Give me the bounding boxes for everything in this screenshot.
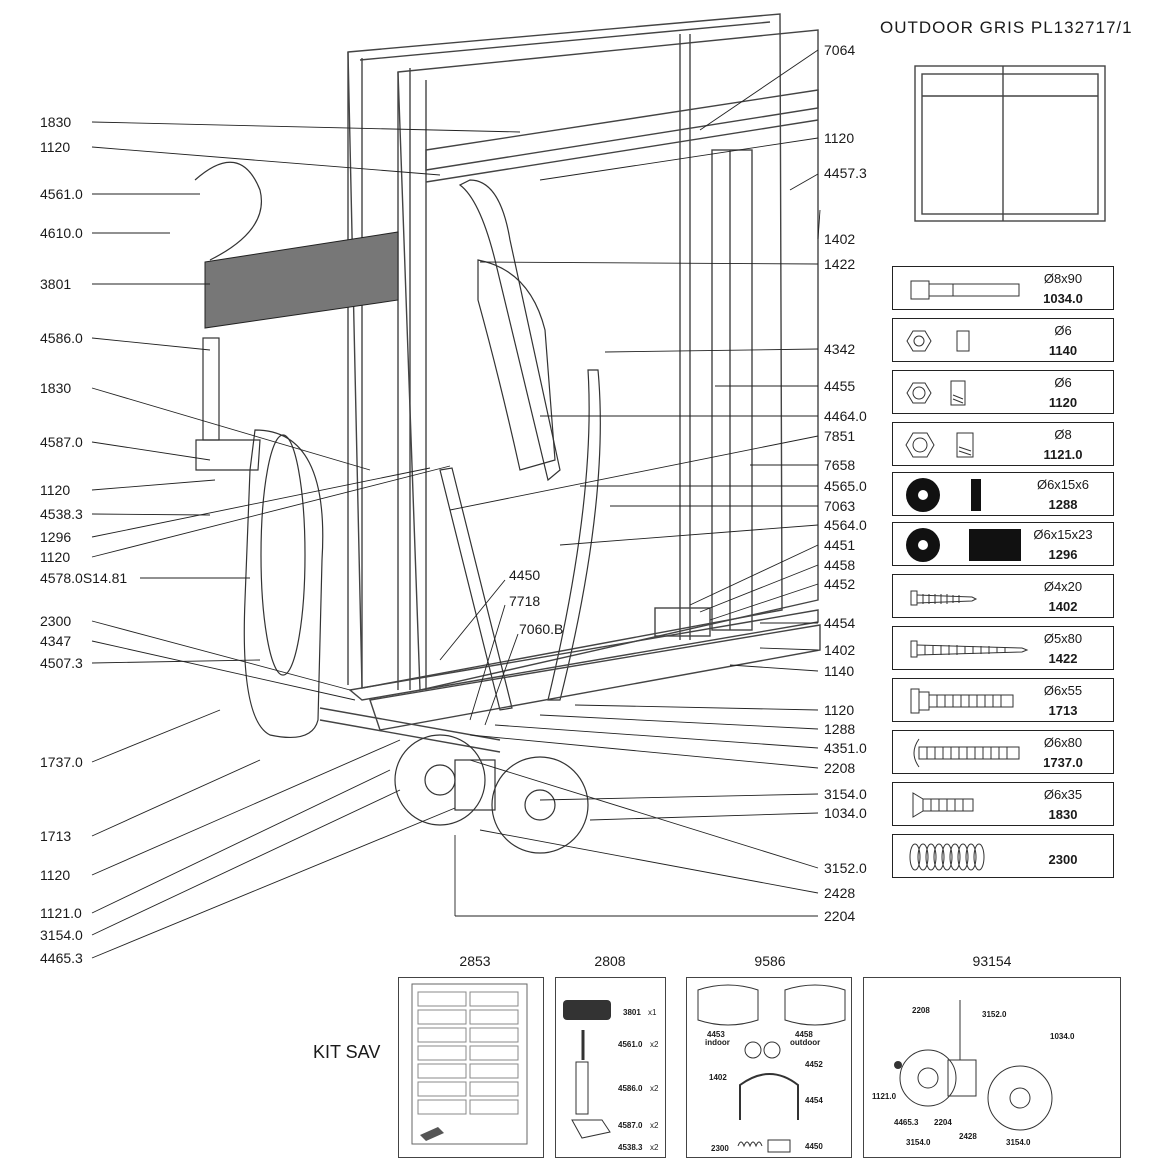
wood-screw-icon [910, 640, 1029, 658]
kit-sav-label: KIT SAV [313, 1042, 381, 1062]
kit-2853-sheet [411, 983, 528, 1145]
kit-93154-sheet [894, 1000, 1053, 1131]
callout: 7658 [824, 457, 855, 473]
callout: 1402 [824, 231, 855, 247]
bolt-icon [910, 280, 1020, 300]
callout: 4455 [824, 378, 855, 394]
callout: 1713 [40, 828, 71, 844]
callout: 2208 [824, 760, 855, 776]
callout: 4450 [509, 567, 540, 583]
spring-icon [909, 843, 985, 871]
callout: 7060.B [519, 621, 563, 637]
wood-screw-icon [910, 590, 978, 606]
callout: 4457.3 [824, 165, 867, 181]
leader-lines [91, 49, 821, 959]
callout: 4347 [40, 633, 71, 649]
lock-nut-icon [906, 380, 966, 406]
kit-2808-sheet [563, 1000, 611, 1139]
callout: 1120 [40, 482, 70, 498]
kit-title: 2853 [459, 953, 491, 969]
callout: 4564.0 [824, 517, 867, 533]
left-callouts: 1830 1120 4561.0 4610.0 3801 4586.0 1830… [40, 114, 127, 966]
callout: 1402 [824, 642, 855, 658]
kit-panel-9586: 4453 indoor 4458 outdoor 4452 1402 4454 … [686, 977, 852, 1158]
callout: 2204 [824, 908, 855, 924]
callout: 1288 [824, 721, 855, 737]
inner-callouts: 4450 7718 7060.B [439, 567, 563, 726]
callout: 7064 [824, 42, 855, 58]
callout: 1034.0 [824, 805, 867, 821]
callout: 4507.3 [40, 655, 83, 671]
table-frame [194, 13, 1106, 854]
callout: 1120 [40, 549, 70, 565]
callout: 3154.0 [40, 927, 83, 943]
callout: 1737.0 [40, 754, 83, 770]
kit-panel-2853 [398, 977, 544, 1158]
callout: 1120 [824, 130, 854, 146]
callout: 4465.3 [40, 950, 83, 966]
callout: 4578.0S14.81 [40, 570, 127, 586]
rubber-washer-icon [906, 478, 981, 512]
callout: 1121.0 [40, 905, 82, 921]
callout: 4538.3 [40, 506, 83, 522]
callout: 7851 [824, 428, 855, 444]
kit-9586-sheet [697, 984, 846, 1153]
callout: 4610.0 [40, 225, 83, 241]
callout: 4561.0 [40, 186, 83, 202]
callout: 4452 [824, 576, 855, 592]
callout: 4565.0 [824, 478, 867, 494]
callout: 4586.0 [40, 330, 83, 346]
callout: 1422 [824, 256, 855, 272]
callout: 2300 [40, 613, 71, 629]
hardware-item: 2300 [892, 834, 1114, 878]
callout: 3152.0 [824, 860, 867, 876]
right-callouts: 7064 1120 4457.3 1402 1422 4342 4455 446… [824, 42, 867, 924]
callout: 3154.0 [824, 786, 867, 802]
rubber-spacer-icon [906, 528, 1021, 562]
flange-bolt-icon [910, 688, 1014, 714]
hex-nut-icon [906, 330, 970, 352]
kit-title: 2808 [594, 953, 626, 969]
callout: 1120 [824, 702, 854, 718]
callout: 4342 [824, 341, 855, 357]
callout: 1120 [40, 139, 70, 155]
callout: 7718 [509, 593, 540, 609]
callout: 4458 [824, 557, 855, 573]
callout: 1830 [40, 380, 71, 396]
lock-nut-icon [905, 432, 974, 458]
callout: 1830 [40, 114, 71, 130]
callout: 3801 [40, 276, 71, 292]
kit-panel-93154: 2208 3152.0 1034.0 1121.0 4465.3 2204 24… [863, 977, 1121, 1158]
callout: 4464.0 [824, 408, 867, 424]
round-head-bolt-icon [913, 738, 1020, 768]
callout: 4587.0 [40, 434, 83, 450]
kit-panel-2808: 3801 x1 4561.0 x2 4586.0 x2 4587.0 x2 45… [555, 977, 666, 1158]
page-title: OUTDOOR GRIS PL132717/1 [880, 18, 1133, 37]
callout: 4454 [824, 615, 855, 631]
callout: 4351.0 [824, 740, 867, 756]
callout: 1140 [824, 663, 854, 679]
kit-title: 9586 [754, 953, 786, 969]
callout: 1296 [40, 529, 71, 545]
countersunk-bolt-icon [912, 792, 974, 818]
kit-title: 93154 [972, 953, 1012, 969]
callout: 7063 [824, 498, 855, 514]
callout: 2428 [824, 885, 855, 901]
callout: 1120 [40, 867, 70, 883]
callout: 4451 [824, 537, 855, 553]
